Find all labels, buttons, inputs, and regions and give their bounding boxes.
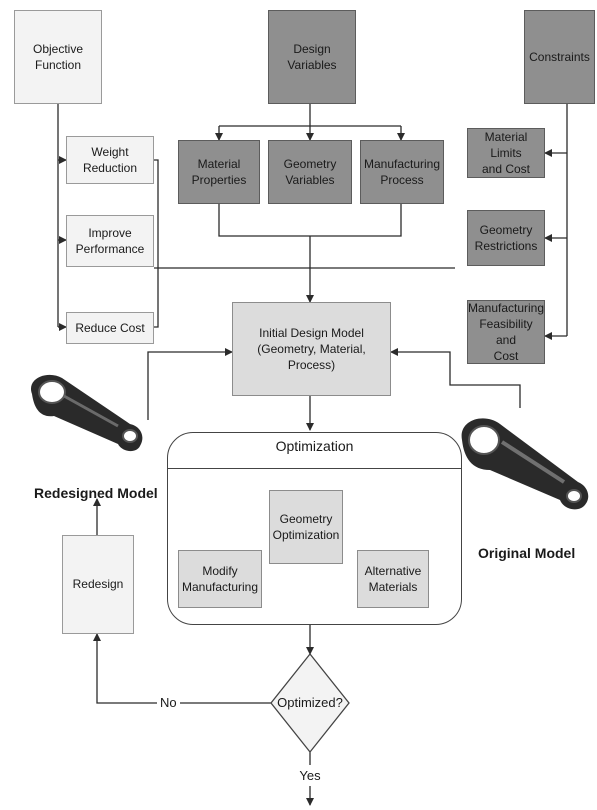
improve-performance-box: Improve Performance — [66, 215, 154, 267]
no-label: No — [157, 695, 180, 710]
redesign-return-arrow — [147, 348, 233, 420]
decision-label: Optimized? — [277, 695, 343, 710]
modify-manufacturing-box: Modify Manufacturing — [178, 550, 262, 608]
dv-collect-line — [218, 204, 402, 237]
manufacturing-process-box: Manufacturing Process — [360, 140, 444, 204]
original-model-title: Original Model — [478, 545, 576, 561]
geometry-restrictions-box: Geometry Restrictions — [467, 210, 545, 266]
no-branch-arrow — [93, 633, 271, 704]
redesigned-model-title: Redesigned Model — [34, 485, 158, 501]
redesigned-model-image — [30, 374, 143, 452]
optimization-title: Optimization — [275, 438, 354, 454]
geometry-variables-box: Geometry Variables — [268, 140, 352, 204]
redesign-box: Redesign — [62, 535, 134, 634]
yes-label: Yes — [299, 768, 321, 783]
objective-function-box: Objective Function — [14, 10, 102, 104]
initial-design-model-box: Initial Design Model (Geometry, Material… — [232, 302, 391, 396]
material-limits-box: Material Limits and Cost — [467, 128, 545, 178]
constraints-box: Constraints — [524, 10, 595, 104]
original-model-arrow — [390, 348, 521, 408]
weight-reduction-box: Weight Reduction — [66, 136, 154, 184]
manufacturing-feasibility-box: Manufacturing Feasibility and Cost — [467, 300, 545, 364]
cost-out-line — [154, 268, 159, 328]
original-model-image — [461, 418, 589, 510]
geometry-optimization-box: Geometry Optimization — [269, 490, 343, 564]
optimization-divider — [167, 468, 462, 469]
alternative-materials-box: Alternative Materials — [357, 550, 429, 608]
weight-out-line — [154, 159, 159, 268]
decision-diamond — [270, 652, 350, 754]
material-properties-box: Material Properties — [178, 140, 260, 204]
design-variables-box: Design Variables — [268, 10, 356, 104]
reduce-cost-box: Reduce Cost — [66, 312, 154, 344]
